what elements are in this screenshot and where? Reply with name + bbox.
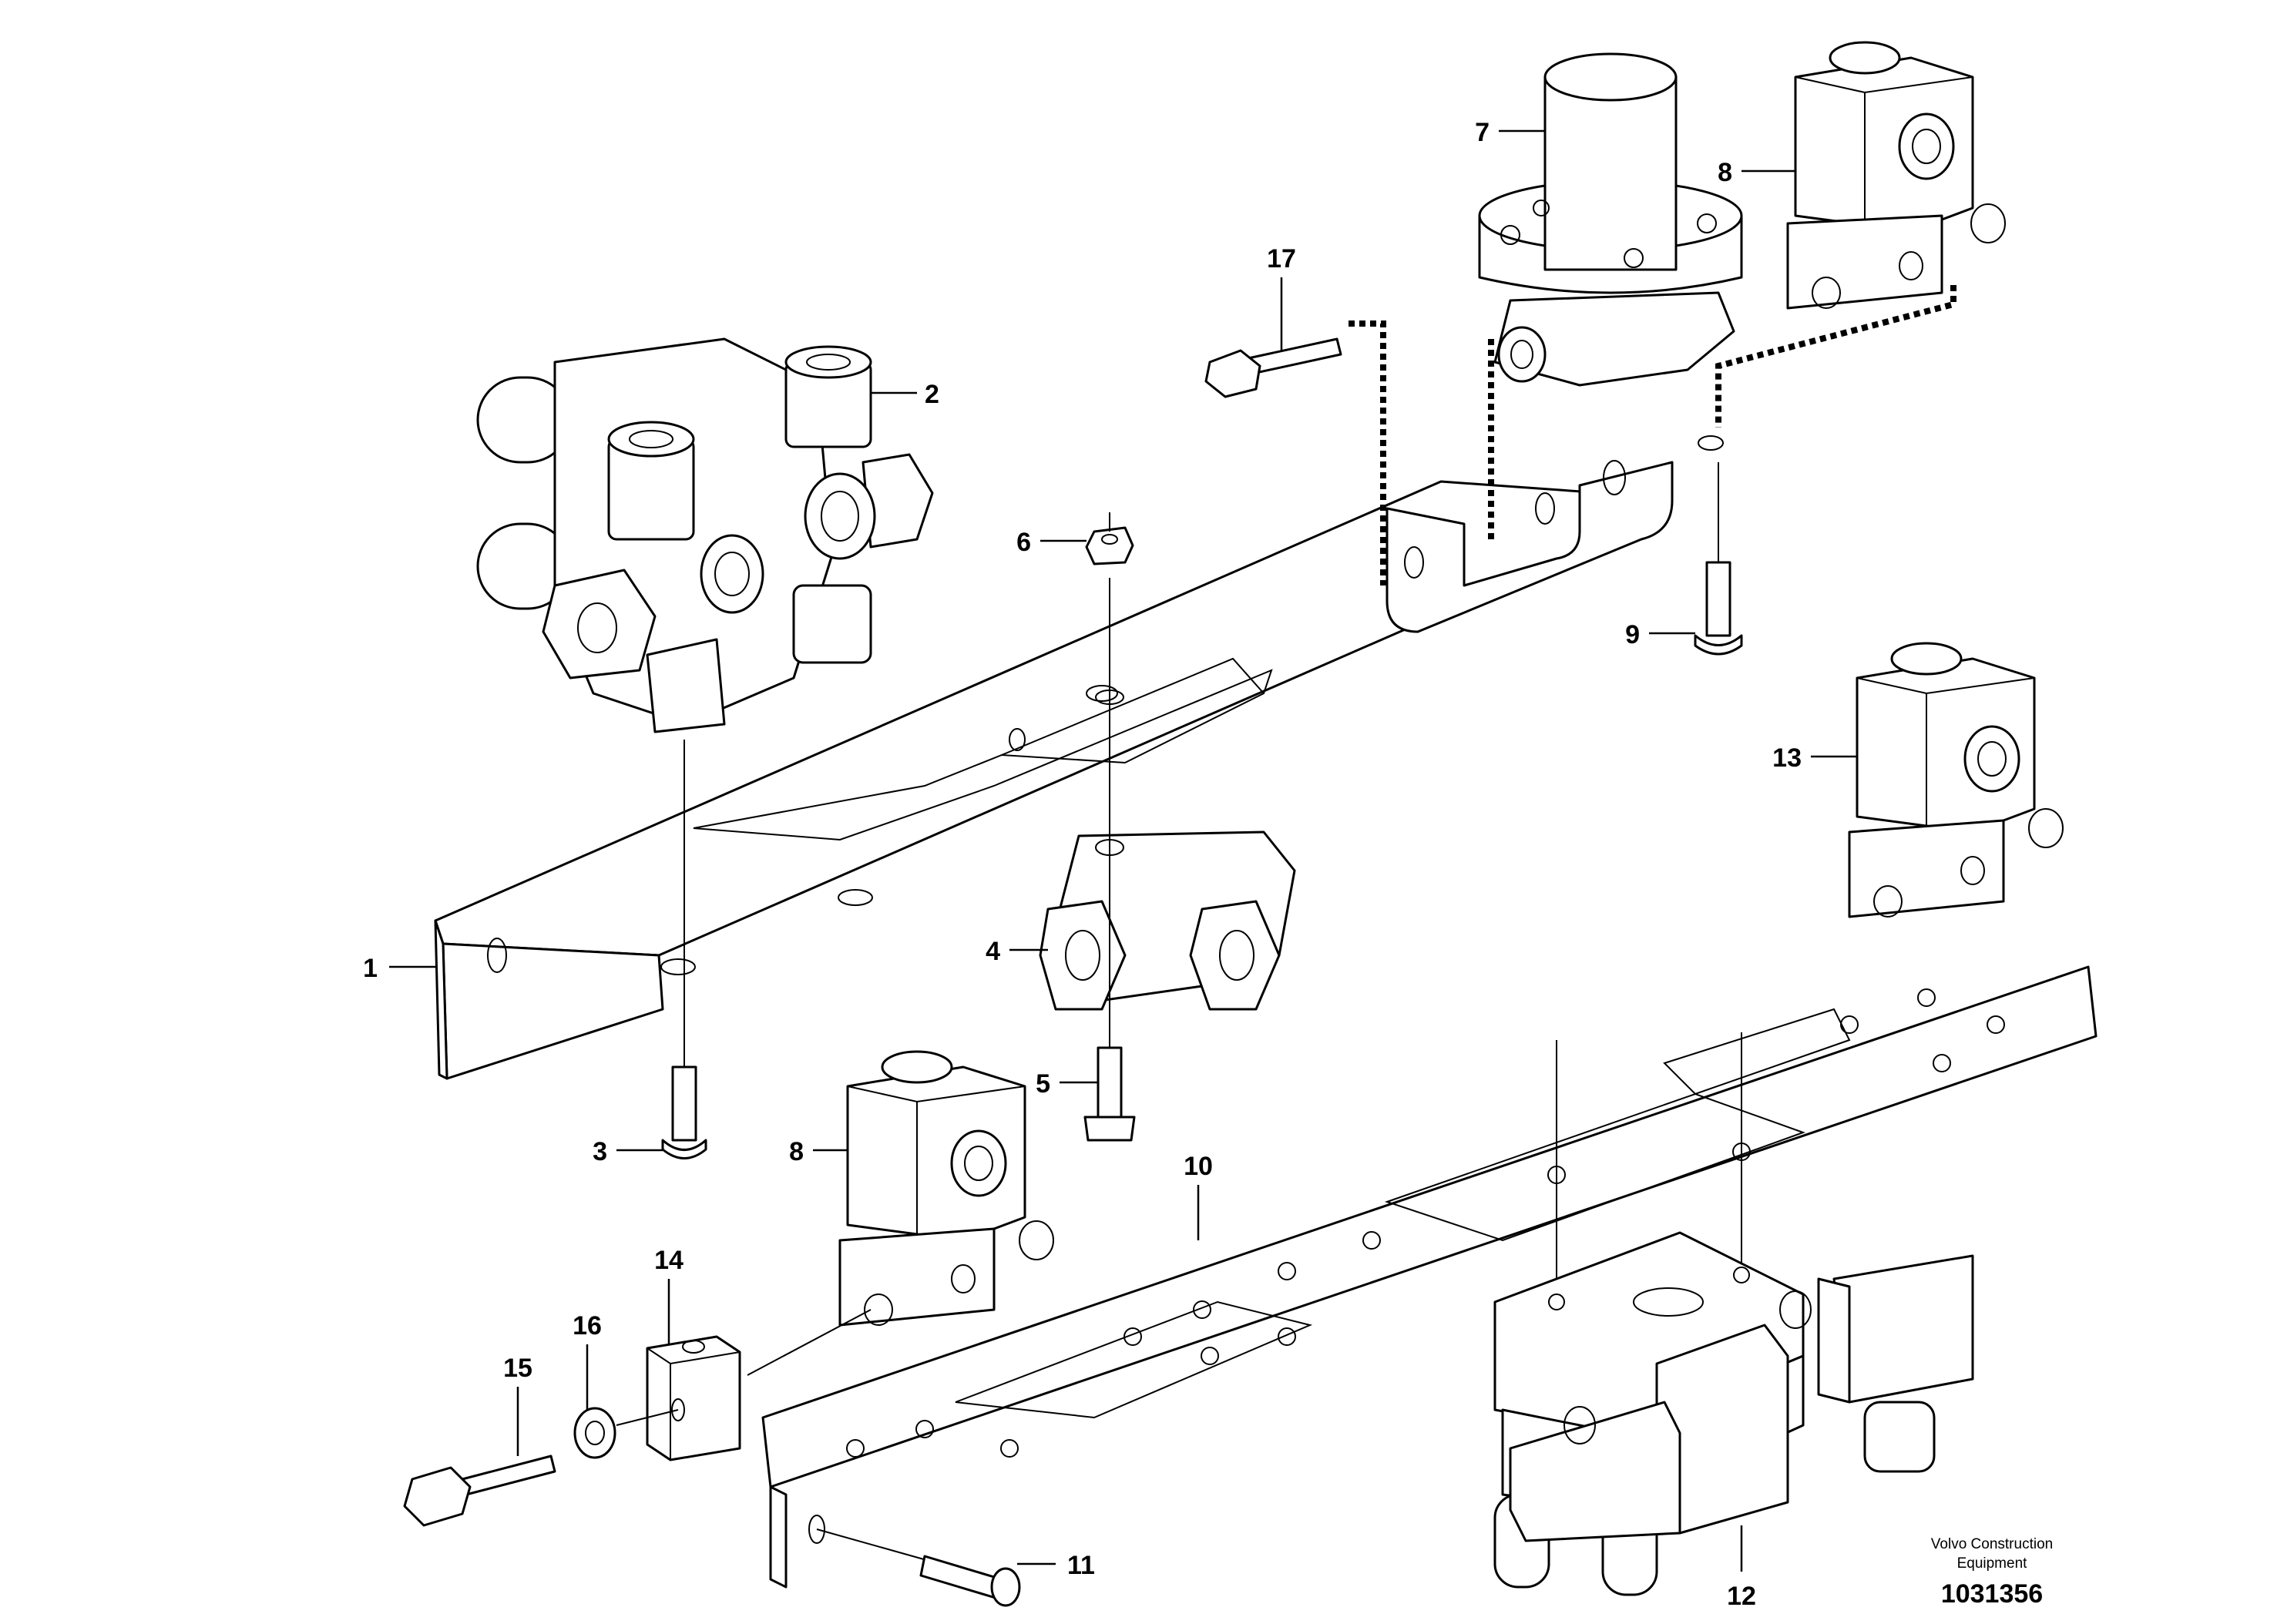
screw-5 [1083,578,1136,1142]
callout-11: 11 [1067,1551,1095,1580]
callout-10: 10 [1184,1152,1213,1181]
spacer-block-14 [646,1309,872,1461]
callout-14: 14 [654,1246,683,1275]
callout-4: 4 [986,937,1000,966]
brand-line-2: Equipment [1957,1555,2028,1572]
brand-line-1: Volvo Construction [1931,1536,2053,1552]
washer-16 [573,1407,679,1459]
pressure-regulator [1478,52,1743,387]
callout-5: 5 [1036,1069,1050,1099]
screw-9 [1694,462,1743,656]
footer: Volvo Construction Equipment 1031356 [1931,1536,2053,1609]
callout-8-lower: 8 [789,1137,804,1166]
screw-3 [661,740,707,1159]
solenoid-valve-upper [1786,41,2006,310]
callout-2: 2 [925,380,939,409]
leader-lines [389,129,1857,1572]
callout-15: 15 [503,1354,532,1383]
solenoid-valve-lower [838,1050,1054,1327]
callout-12: 12 [1727,1582,1756,1611]
hose-routing [1349,285,1956,586]
screw-11 [816,1528,1021,1607]
lower-bracket [761,965,2098,1589]
bolt-15 [403,1455,556,1527]
upper-bracket [434,435,1724,1080]
callout-labels: 1 2 3 4 5 6 7 8 8 9 10 11 12 13 14 15 16… [363,118,1802,1611]
callout-13: 13 [1772,743,1802,773]
callout-8-upper: 8 [1718,158,1732,187]
callout-3: 3 [593,1137,607,1166]
bolt-17 [1204,337,1342,398]
callout-1: 1 [363,954,378,983]
solenoid-valve-right [1848,642,2064,918]
callout-7: 7 [1475,118,1490,147]
callout-16: 16 [573,1311,602,1340]
tee-fitting [1039,830,1296,1011]
callout-9: 9 [1625,620,1640,649]
valve-assembly [1493,1032,1974,1596]
callout-17: 17 [1267,244,1296,273]
document-number: 1031356 [1941,1579,2043,1609]
callout-6: 6 [1016,528,1031,557]
valve-block [476,337,934,733]
nut-6 [1085,512,1134,705]
